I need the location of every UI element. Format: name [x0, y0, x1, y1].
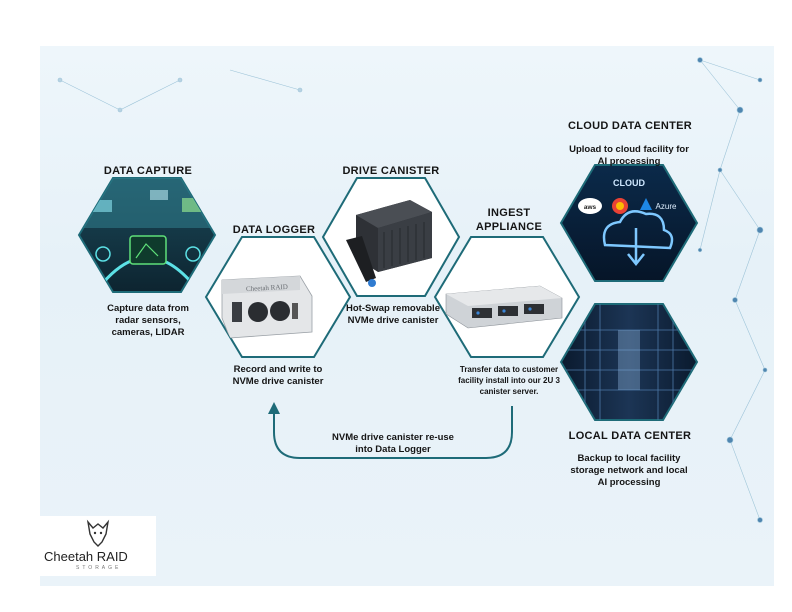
- reuse-loop-arrow: [268, 402, 513, 459]
- cloud-data-center-hexagon: CLOUD aws Azure: [559, 164, 699, 282]
- data-capture-caption: Capture data from radar sensors, cameras…: [107, 303, 189, 338]
- cheetah-raid-logo: Cheetah RAID STORAGE: [40, 516, 156, 576]
- ingest-appliance-title: INGEST APPLIANCE: [475, 207, 543, 233]
- drive-canister-caption: Hot-Swap removable NVMe drive canister: [346, 303, 440, 326]
- local-data-center-caption: Backup to local facility storage network…: [570, 453, 688, 488]
- ingest-appliance-caption: Transfer data to customer facility insta…: [458, 365, 560, 396]
- data-capture-hexagon: [77, 177, 217, 293]
- data-logger-title: DATA LOGGER: [232, 224, 316, 236]
- data-logger-caption: Record and write to NVMe drive canister: [232, 364, 324, 387]
- cheetah-head-icon: [86, 519, 110, 547]
- aws-logo-text: aws: [584, 204, 597, 211]
- drive-canister-title: DRIVE CANISTER: [342, 165, 440, 177]
- network-decoration: [57, 57, 768, 523]
- cloud-data-center-title: CLOUD DATA CENTER: [567, 120, 693, 132]
- local-data-center-hexagon: [559, 303, 699, 421]
- reuse-loop-caption: NVMe drive canister re-use into Data Log…: [332, 432, 454, 455]
- local-data-center-title: LOCAL DATA CENTER: [568, 430, 692, 442]
- data-logger-hexagon: [204, 236, 352, 358]
- drive-canister-hexagon: [321, 177, 461, 297]
- cloud-panel-label: CLOUD: [613, 178, 645, 188]
- azure-logo-text: Azure: [656, 202, 677, 211]
- logo-name: Cheetah RAID: [44, 549, 128, 564]
- data-capture-title: DATA CAPTURE: [103, 165, 193, 177]
- cloud-data-center-caption: Upload to cloud facility for AI processi…: [569, 144, 689, 167]
- ingest-appliance-hexagon: [433, 236, 581, 358]
- logo-tagline: STORAGE: [76, 565, 122, 571]
